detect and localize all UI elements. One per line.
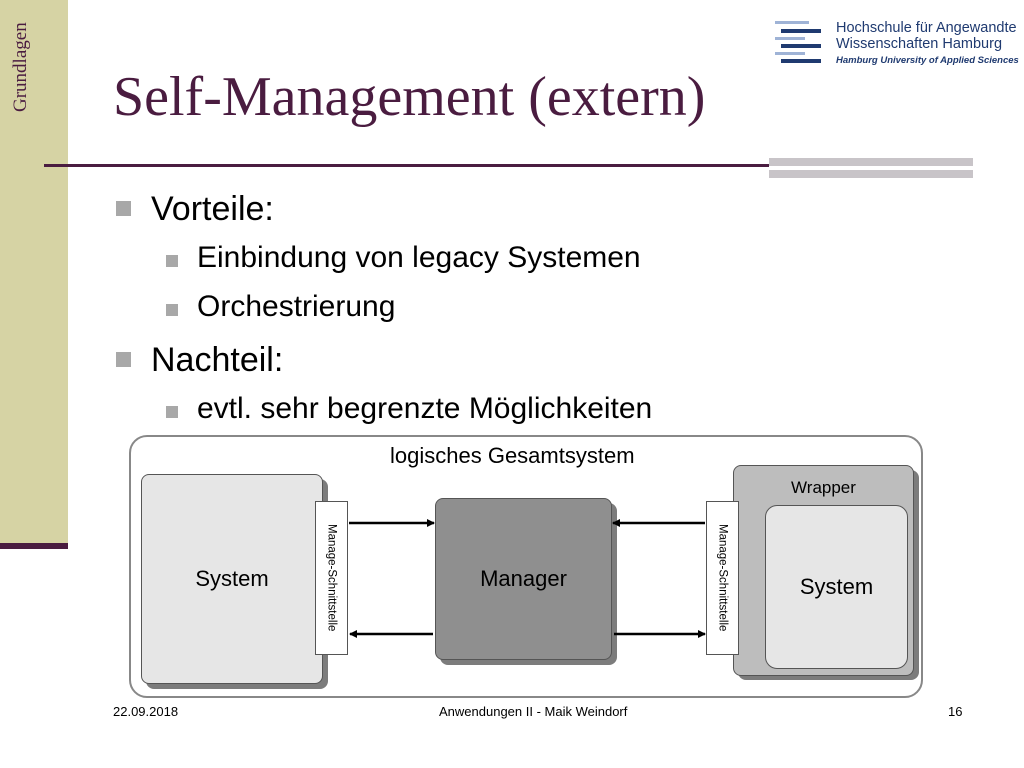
manage-interface-left: Manage-Schnittstelle [315,501,348,655]
sidebar-band [0,0,68,548]
footer-page-number: 16 [948,704,963,719]
manager-box: Manager [435,498,612,660]
bullet-advantage-item: Einbindung von legacy Systemen [197,241,641,274]
manage-interface-right: Manage-Schnittstelle [706,501,739,655]
bullet-icon [116,352,131,367]
sub-bullet-icon [166,304,178,316]
logo-mark-icon [775,21,821,63]
system-left-box: System [141,474,323,684]
sidebar-accent-bar [0,543,68,549]
bullet-disadvantage-item: evtl. sehr begrenzte Möglichkeiten [197,392,653,425]
bullet-icon [116,201,131,216]
slide-title: Self-Management (extern) [113,66,706,128]
footer-date: 22.09.2018 [113,704,179,719]
sub-bullet-icon [166,406,178,418]
bullet-advantages-label: Vorteile: [151,190,274,228]
title-rule-block [769,158,973,166]
system-right-box: System [765,505,908,669]
bullet-advantage-item: Orchestrierung [197,290,396,323]
sub-bullet-icon [166,255,178,267]
diagram-container-label: logisches Gesamtsystem [390,443,635,468]
university-logo: Hochschule für Angewandte Wissenschaften… [775,17,1020,69]
title-rule-block [769,170,973,178]
bullet-disadvantages-label: Nachteil: [151,341,284,379]
logo-text-line3: Hamburg University of Applied Sciences [836,55,1019,66]
manage-interface-right-label: Manage-Schnittstelle [716,524,729,632]
title-rule [44,164,769,167]
footer-title: Anwendungen II - Maik Weindorf [439,704,628,719]
logo-text-line1: Hochschule für Angewandte [836,20,1017,36]
manage-interface-left-label: Manage-Schnittstelle [325,524,338,632]
logo-text-line2: Wissenschaften Hamburg [836,36,1003,52]
